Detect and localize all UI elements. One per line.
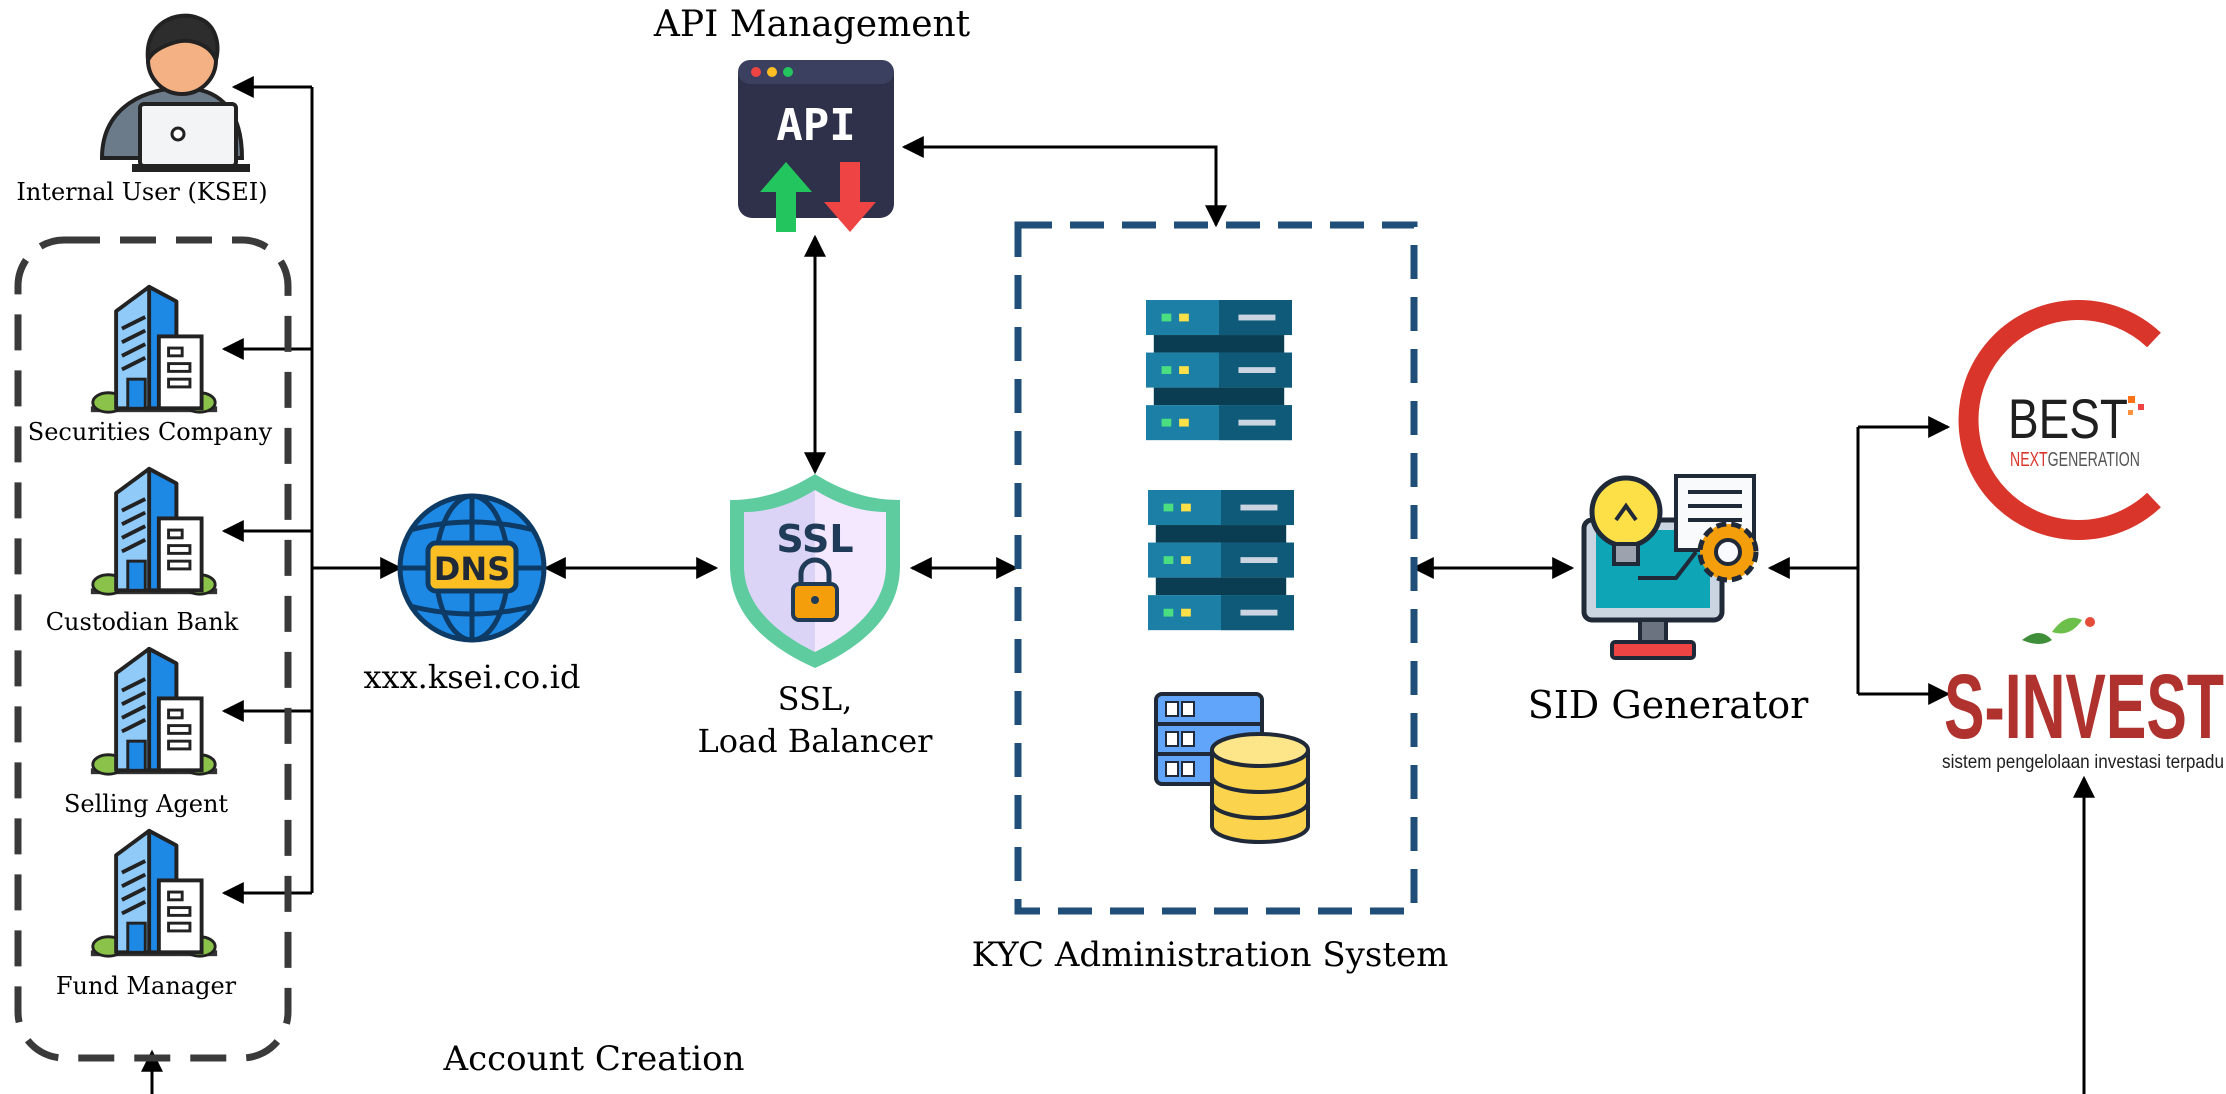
api-icon-text: API bbox=[776, 100, 855, 151]
api-up-arrow-icon bbox=[760, 162, 812, 232]
arrow-account-creation-bottom bbox=[141, 1049, 163, 1094]
api-down-arrow-icon bbox=[824, 162, 876, 232]
dns-icon-text: DNS bbox=[434, 550, 510, 588]
securities-company-label: Securities Company bbox=[28, 418, 273, 446]
account-creation-label: Account Creation bbox=[443, 1039, 745, 1079]
database-icon bbox=[1154, 692, 1310, 844]
api-window-icon: API bbox=[738, 60, 894, 232]
participants-group-border bbox=[14, 236, 292, 1062]
ssl-label-line1: SSL, bbox=[778, 680, 853, 718]
dns-host-label: xxx.ksei.co.id bbox=[364, 658, 581, 696]
kyc-system-border bbox=[1014, 221, 1418, 915]
custodian-bank-label: Custodian Bank bbox=[46, 608, 239, 636]
fund-manager-building-icon bbox=[91, 831, 217, 956]
server-rack-icon-2 bbox=[1148, 490, 1294, 631]
api-management-label: API Management bbox=[653, 4, 971, 45]
selling-agent-building-icon bbox=[91, 649, 217, 774]
ssl-label-line2: Load Balancer bbox=[698, 722, 934, 760]
connectors bbox=[141, 76, 2095, 1094]
best-logo-main-text: BEST bbox=[2008, 387, 2128, 450]
arrow-api-kyc bbox=[901, 136, 1227, 228]
kyc-system-label: KYC Administration System bbox=[972, 935, 1449, 975]
sid-generator-computer-icon bbox=[1581, 474, 1759, 660]
best-logo-sub-text: NEXTGENERATION bbox=[2010, 449, 2140, 471]
selling-agent-label: Selling Agent bbox=[64, 790, 228, 818]
sinvest-logo-main-text: S-INVEST bbox=[1944, 656, 2224, 758]
sinvest-tagline-text: sistem pengelolaan investasi terpadu bbox=[1942, 752, 2224, 773]
securities-company-building-icon bbox=[91, 287, 217, 412]
sid-generator-label: SID Generator bbox=[1528, 683, 1809, 727]
sinvest-logo: S-INVEST sistem pengelolaan investasi te… bbox=[1942, 617, 2224, 773]
best-logo: BEST NEXTGENERATION bbox=[1958, 300, 2161, 540]
ssl-shield-icon: SSL bbox=[730, 474, 900, 668]
server-rack-icon-1 bbox=[1146, 300, 1292, 441]
user-laptop-icon bbox=[99, 13, 250, 172]
dns-globe-icon: DNS bbox=[397, 493, 547, 643]
fund-manager-label: Fund Manager bbox=[56, 972, 237, 1000]
ssl-icon-text: SSL bbox=[776, 517, 853, 561]
internal-user-label: Internal User (KSEI) bbox=[16, 178, 267, 206]
custodian-bank-building-icon bbox=[91, 469, 217, 594]
